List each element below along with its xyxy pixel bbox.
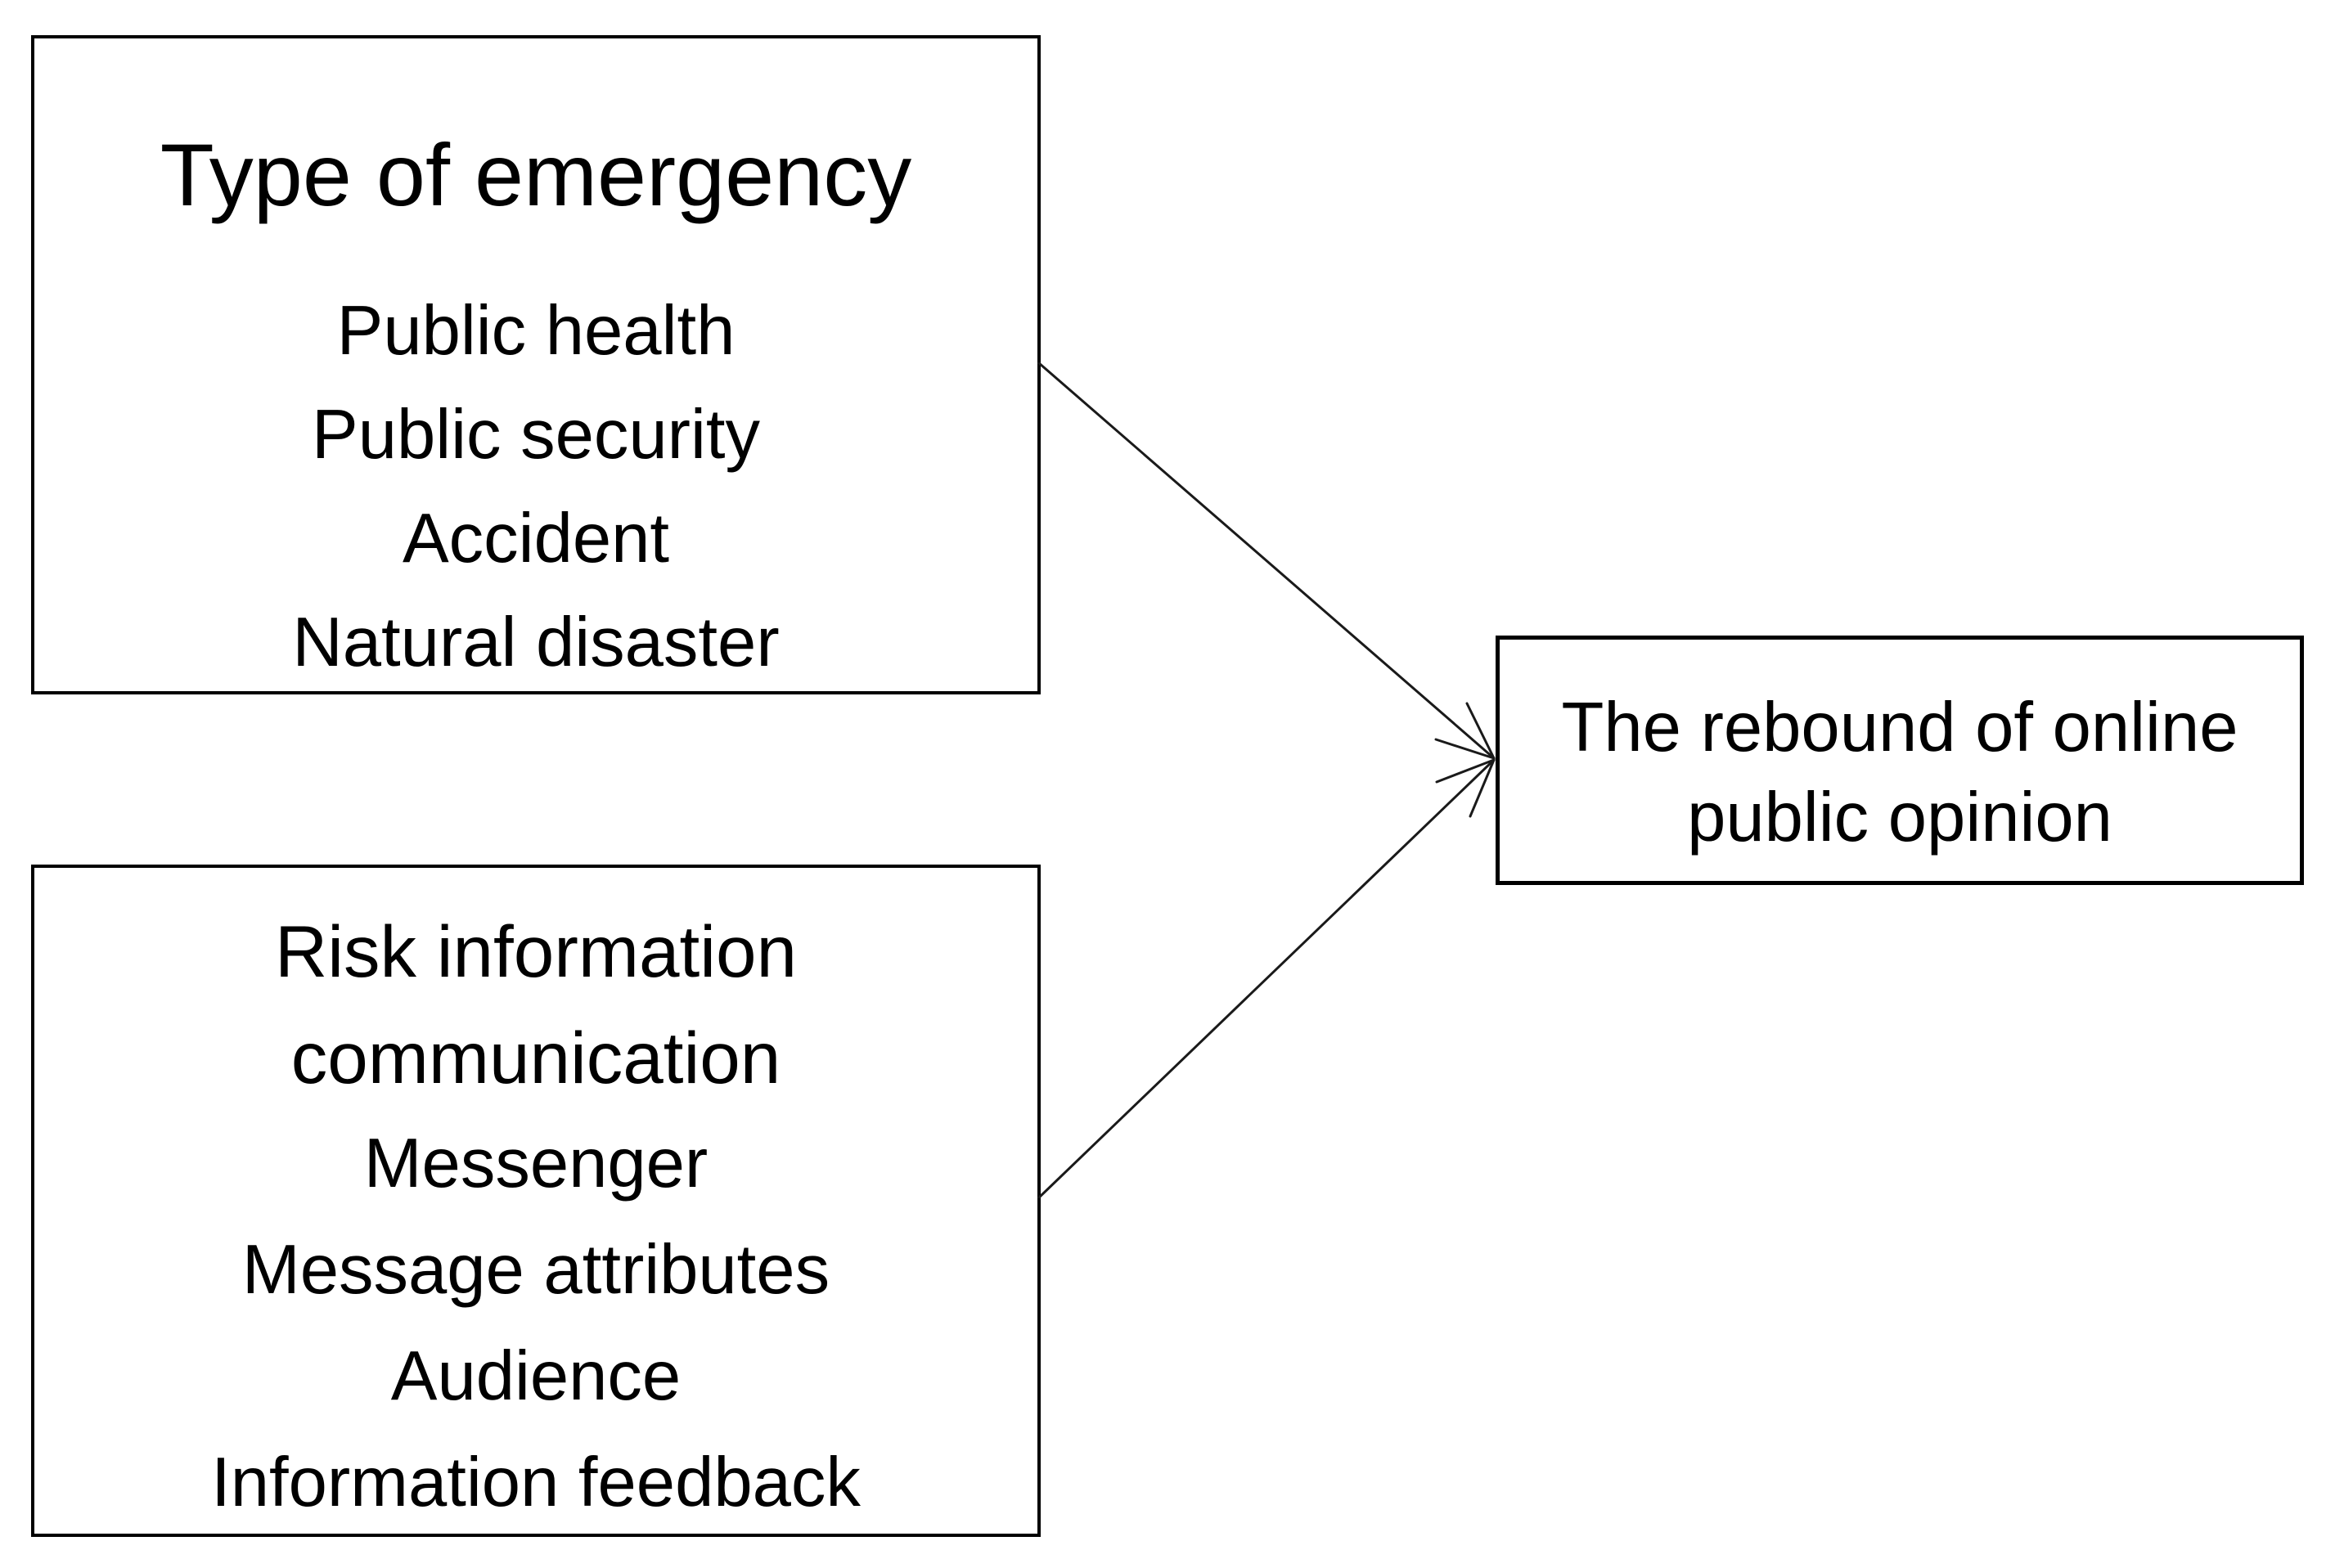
risk-item-information-feedback: Information feedback xyxy=(211,1444,861,1521)
outcome-box-line-1: The rebound of online xyxy=(1561,689,2238,766)
arrow-emergency-line xyxy=(1037,362,1496,760)
arrow-emergency-to-outcome xyxy=(1037,362,1496,760)
risk-box-title-line-1: Risk information xyxy=(274,910,798,992)
risk-communication-box: Risk information communication Messenger… xyxy=(31,865,1041,1537)
arrow-risk-barb-lower xyxy=(1469,758,1496,818)
arrow-emergency-barb-lower xyxy=(1465,702,1496,760)
outcome-box-line-2: public opinion xyxy=(1687,779,2112,856)
arrow-risk-line xyxy=(1037,758,1496,1199)
emergency-box: Type of emergency Public health Public s… xyxy=(31,35,1041,694)
outcome-box: The rebound of online public opinion xyxy=(1496,636,2304,885)
risk-item-message-attributes: Message attributes xyxy=(241,1231,830,1309)
emergency-box-title: Type of emergency xyxy=(160,125,912,224)
arrow-emergency-barb-upper xyxy=(1434,738,1496,760)
risk-item-messenger: Messenger xyxy=(363,1125,709,1202)
emergency-item-accident: Accident xyxy=(402,500,669,577)
emergency-item-public-security: Public security xyxy=(312,396,760,474)
arrow-risk-barb-upper xyxy=(1435,758,1496,784)
risk-box-title: Risk information communication xyxy=(34,898,1037,1111)
arrow-risk-to-outcome xyxy=(1037,758,1496,1199)
risk-box-title-line-2: communication xyxy=(290,1017,781,1098)
emergency-item-list: Public health Public security Accident N… xyxy=(34,279,1037,694)
emergency-item-natural-disaster: Natural disaster xyxy=(292,604,780,681)
risk-item-audience: Audience xyxy=(390,1337,682,1415)
emergency-item-public-health: Public health xyxy=(336,292,736,370)
risk-item-list: Messenger Message attributes Audience In… xyxy=(34,1111,1037,1536)
